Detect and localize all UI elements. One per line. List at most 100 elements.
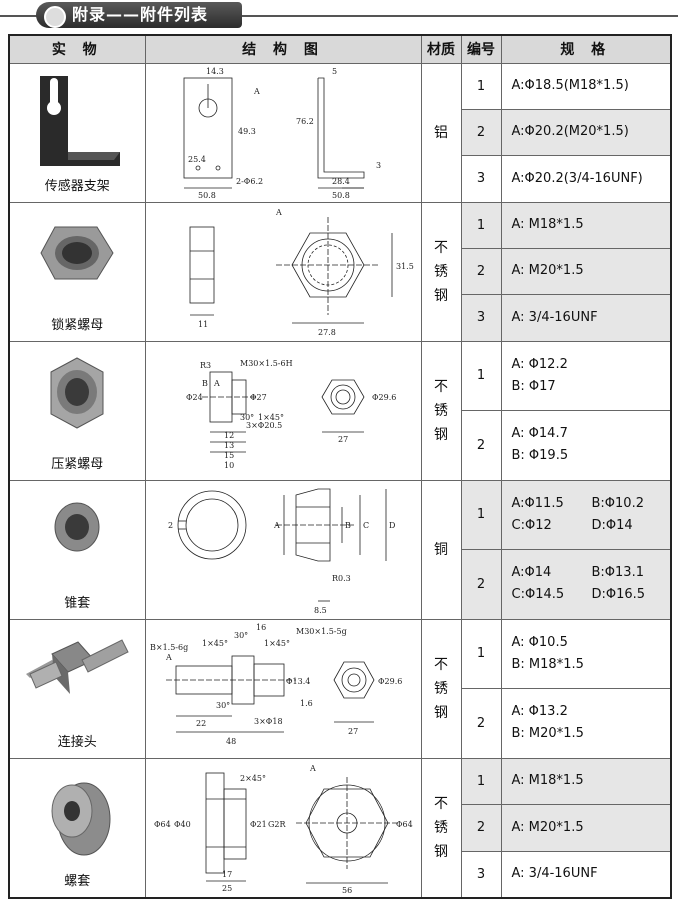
material-label: 不锈钢 [434, 795, 448, 860]
dim-label: 3×Φ18 [254, 717, 283, 726]
dim-label: 3×Φ20.5 [246, 421, 282, 430]
item-number: 3 [460, 155, 502, 203]
dim-label: Φ29.6 [378, 677, 402, 686]
dim-label: 25 [222, 884, 232, 893]
locknut-image [40, 226, 114, 279]
material-cell: 铜 [420, 479, 462, 620]
dim-label: 48 [226, 737, 236, 746]
item-name: 螺套 [64, 873, 91, 889]
item-spec: A:Φ20.2(M20*1.5) [500, 108, 672, 157]
section-header: 附录——附件列表 [0, 0, 678, 30]
dim-label: 2 [168, 521, 173, 530]
spec-b: B:Φ10.2 [591, 495, 644, 511]
item-number: 2 [460, 410, 502, 481]
dim-label: B [202, 379, 208, 388]
spec-a: A:Φ11.5 [511, 495, 564, 511]
spec-c: C:Φ12 [511, 517, 552, 533]
dim-label: B [345, 521, 351, 530]
item-name: 传感器支架 [44, 178, 110, 194]
dim-label: M30×1.5-6H [240, 359, 293, 368]
dim-label: Φ29.6 [372, 393, 396, 402]
dim-label: 27 [348, 727, 358, 736]
connector-image [26, 638, 129, 694]
dim-label: 16 [256, 623, 266, 632]
table-row: 压紧螺母 R3 [8, 340, 672, 481]
dim-label: 28.4 [332, 177, 350, 186]
item-name: 连接头 [57, 734, 97, 750]
dim-label: 30° [234, 631, 248, 640]
photo-cell: 锁紧螺母 [8, 201, 146, 342]
sleeve-image [51, 782, 111, 855]
dim-label: A [273, 521, 280, 530]
dim-label: M30×1.5-5g [296, 627, 347, 636]
table-row: 锥套 [8, 479, 672, 620]
material-cell: 不锈钢 [420, 757, 462, 898]
header-spec: 规 格 [500, 34, 672, 64]
item-number: 3 [460, 294, 502, 342]
item-spec: A:Φ20.2(3/4-16UNF) [500, 155, 672, 203]
dim-label: 13 [224, 441, 234, 450]
dim-label: Φ40 [174, 820, 191, 829]
item-name: 压紧螺母 [51, 456, 104, 472]
table-row: 3 A: 3/4-16UNF [9, 850, 672, 898]
dim-label: A [253, 87, 260, 96]
section-title: 附录——附件列表 [36, 2, 242, 28]
drawing-cell: R3 M30×1.5-6H Φ24 A B Φ27 1×45° 30° 3×Φ2… [144, 340, 422, 481]
spec-c: C:Φ14.5 [511, 587, 565, 603]
header-material: 材质 [420, 34, 462, 64]
item-spec: A: M20*1.5 [500, 804, 672, 852]
item-spec: A: M20*1.5 [500, 247, 672, 296]
item-number: 2 [460, 804, 502, 852]
dim-label: 50.8 [332, 191, 350, 200]
spec-b: B: M20*1.5 [511, 726, 584, 742]
material-cell: 不锈钢 [420, 201, 462, 342]
item-number: 1 [460, 618, 502, 689]
item-number: 1 [460, 757, 502, 805]
drawing-cell: A 2×45° Φ64 Φ40 Φ21 G2R 17 25 56 Φ64 [144, 757, 422, 898]
material-label: 不锈钢 [434, 656, 448, 721]
drawing-cell: B×1.5-6g A 1×45° 30° 16 1×45° M30×1.5-5g… [144, 618, 422, 759]
spec-b: B: Φ19.5 [511, 448, 569, 464]
ferrule-drawing: 2 A B C D R0.3 8.5 [168, 488, 395, 615]
photo-cell: 连接头 [8, 618, 146, 759]
dim-label: 25.4 [188, 155, 206, 164]
item-name: 锥套 [64, 595, 91, 611]
item-spec: A:Φ18.5(M18*1.5) [500, 62, 672, 110]
dim-label: 2×45° [240, 774, 266, 783]
dim-label: A [165, 653, 172, 662]
bracket-drawing: 14.3 5 A 49.3 76.2 25.4 2-Φ6.2 28.4 3 50… [183, 67, 381, 200]
dim-label: Φ64 [154, 820, 171, 829]
dim-label: 10 [224, 461, 234, 470]
item-number: 2 [460, 549, 502, 620]
dim-label: 17 [222, 870, 232, 879]
dim-label: 50.8 [198, 191, 216, 200]
item-spec: A:Φ11.5 B:Φ10.2 C:Φ12 D:Φ14 [500, 479, 672, 550]
sleeve-drawing: A 2×45° Φ64 Φ40 Φ21 G2R 17 25 56 Φ64 [154, 764, 413, 895]
dim-label: R3 [200, 361, 211, 370]
item-spec: A: Φ10.5 B: M18*1.5 [500, 618, 672, 689]
item-number: 2 [460, 108, 502, 157]
table-header-row: 实 物 结 构 图 材质 编号 规 格 [8, 34, 672, 64]
drawing-cell: A 31.5 11 27.8 [144, 201, 422, 342]
accessory-table: 实 物 结 构 图 材质 编号 规 格 传感器支架 [8, 34, 672, 899]
table-row: 2 A: M20*1.5 [9, 247, 672, 296]
compression-nut-drawing: R3 M30×1.5-6H Φ24 A B Φ27 1×45° 30° 3×Φ2… [186, 359, 396, 470]
photo-cell: 螺套 [8, 757, 146, 898]
dim-label: Φ13.4 [286, 677, 310, 686]
dim-label: 31.5 [396, 262, 414, 271]
header-structure: 结 构 图 [144, 34, 422, 64]
table-row: 传感器支架 14.3 5 A [8, 62, 672, 203]
table-row: 2 A: M20*1.5 [9, 804, 672, 852]
spec-b: B: Φ17 [511, 378, 556, 394]
dim-label: 76.2 [296, 117, 314, 126]
header-photo: 实 物 [8, 34, 146, 64]
dim-label: 2-Φ6.2 [236, 177, 263, 186]
item-number: 1 [460, 62, 502, 110]
photo-cell: 压紧螺母 [8, 340, 146, 481]
dim-label: 1.6 [300, 699, 313, 708]
dim-label: 27.8 [318, 328, 336, 337]
spec-d: D:Φ14 [591, 517, 633, 533]
dim-label: 22 [196, 719, 206, 728]
item-spec: A: 3/4-16UNF [500, 850, 672, 898]
